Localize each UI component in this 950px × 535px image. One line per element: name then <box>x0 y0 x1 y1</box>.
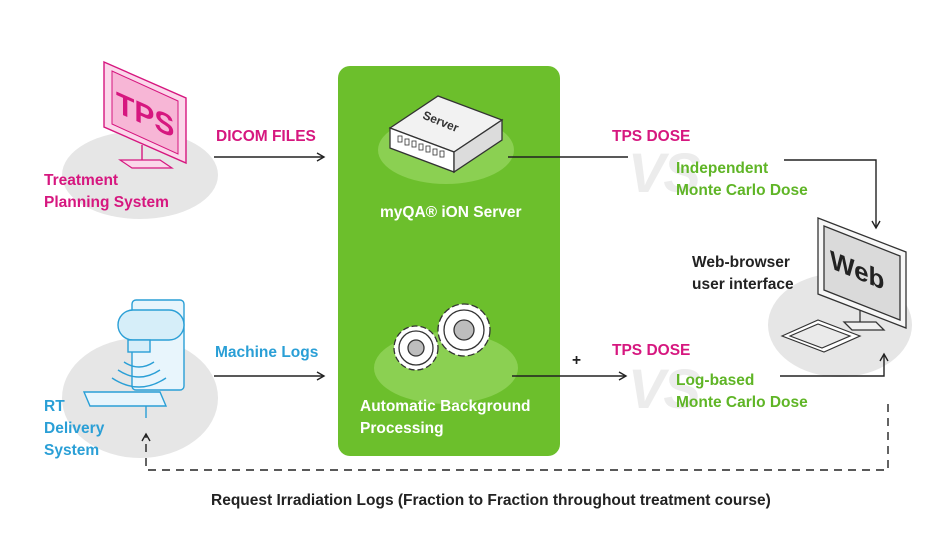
server-label: myQA® iON Server <box>380 204 522 221</box>
independent-mc-dose-label: Independent Monte Carlo Dose <box>676 158 808 202</box>
request-logs-caption: Request Irradiation Logs (Fraction to Fr… <box>211 492 771 509</box>
laptop-icon <box>780 319 862 353</box>
independent-mc-line2: Monte Carlo Dose <box>676 182 808 199</box>
tps-dose-bottom-label: TPS DOSE <box>612 342 691 359</box>
gears-icon <box>393 303 491 371</box>
machine-logs-label: Machine Logs <box>215 344 319 361</box>
server-box-icon <box>388 95 504 174</box>
rt-label-line2: Delivery <box>44 420 105 437</box>
processing-label: Automatic Background Processing <box>360 396 531 440</box>
rt-label-line1: RT <box>44 398 65 415</box>
tps-dose-top-label: TPS DOSE <box>612 128 691 145</box>
request-logs-dashed-line <box>141 404 889 471</box>
dicom-files-label: DICOM FILES <box>216 128 316 145</box>
rt-label-line3: System <box>44 442 100 459</box>
tps-label: Treatment Planning System <box>44 170 169 214</box>
web-browser-label: Web-browser user interface <box>692 252 794 296</box>
plus-sign: + <box>572 352 582 369</box>
web-monitor-icon <box>817 217 907 331</box>
log-based-mc-line1: Log-based <box>676 372 755 389</box>
tps-monitor-icon <box>103 60 187 169</box>
tps-label-line2: Planning System <box>44 194 169 211</box>
log-based-mc-dose-label: Log-based Monte Carlo Dose <box>676 370 808 414</box>
vs-watermark-top: VS <box>628 141 701 204</box>
rt-label: RT Delivery System <box>44 396 104 462</box>
web-browser-line1: Web-browser <box>692 254 790 271</box>
vs-watermark-bottom: VS <box>628 357 701 420</box>
web-browser-line2: user interface <box>692 276 794 293</box>
log-based-mc-line2: Monte Carlo Dose <box>676 394 808 411</box>
processing-label-line2: Processing <box>360 420 444 437</box>
linac-icon <box>82 299 185 418</box>
processing-label-line1: Automatic Background <box>360 398 531 415</box>
tps-label-line1: Treatment <box>44 172 119 189</box>
independent-mc-line1: Independent <box>676 160 769 177</box>
log-dose-to-web-arrow <box>780 352 889 377</box>
mc-dose-to-web-arrow <box>784 159 881 230</box>
